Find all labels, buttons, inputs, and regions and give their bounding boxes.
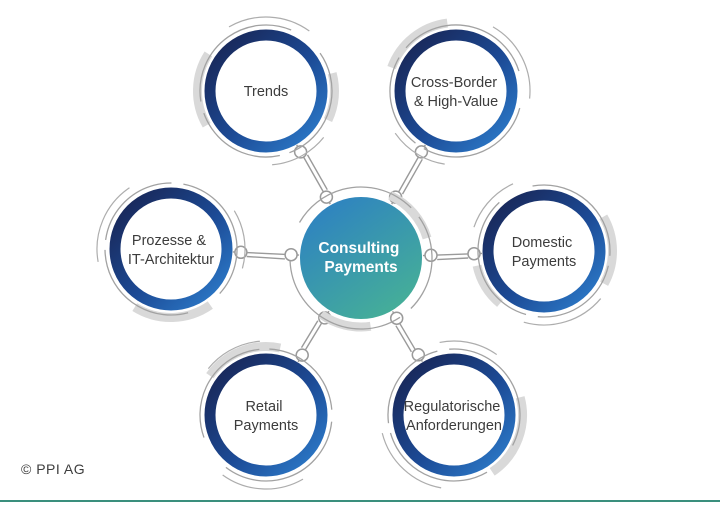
- decorative-arcs: [191, 340, 341, 490]
- connector-domestic: [422, 246, 483, 263]
- connector-node: [284, 247, 298, 262]
- footer-rule: [0, 500, 720, 502]
- node-label: Regulatorische Anforderungen: [404, 399, 505, 434]
- center-circle: [300, 197, 422, 319]
- node-circle: [204, 353, 328, 477]
- node-circle: [204, 29, 328, 153]
- connector-regulatorische: [389, 310, 426, 363]
- node-cross-border-high-value: Cross-Border & High-Value: [381, 16, 531, 166]
- center-label: Consulting Payments: [318, 240, 403, 276]
- node-trends: Trends: [191, 16, 341, 166]
- node-label: Trends: [244, 84, 289, 100]
- node-label: Domestic Payments: [512, 235, 576, 270]
- connector-node: [467, 246, 481, 261]
- connector-prozesse: [232, 245, 300, 262]
- node-circle: [394, 29, 518, 153]
- connector-node: [319, 190, 334, 204]
- decorative-arcs: [287, 184, 435, 332]
- node-label: Prozesse & IT-Architektur: [128, 233, 214, 268]
- node-label: Retail Payments: [234, 399, 298, 434]
- node-label: Cross-Border & High-Value: [411, 75, 501, 110]
- node-circle: [109, 187, 233, 311]
- connector-node: [424, 248, 438, 263]
- node-regulatorische-anforderungen: Regulatorische Anforderungen: [379, 340, 529, 490]
- decorative-arcs: [381, 16, 531, 166]
- connector-node: [389, 311, 404, 325]
- node-circle: [482, 189, 606, 313]
- decorative-arcs: [379, 340, 529, 490]
- node-retail-payments: Retail Payments: [191, 340, 341, 490]
- center-node-consulting-payments: Consulting Payments: [287, 184, 435, 332]
- node-circle: [392, 353, 516, 477]
- connector-node: [234, 245, 248, 260]
- copyright-text: © PPI AG: [21, 461, 86, 477]
- node-domestic-payments: Domestic Payments: [469, 176, 619, 326]
